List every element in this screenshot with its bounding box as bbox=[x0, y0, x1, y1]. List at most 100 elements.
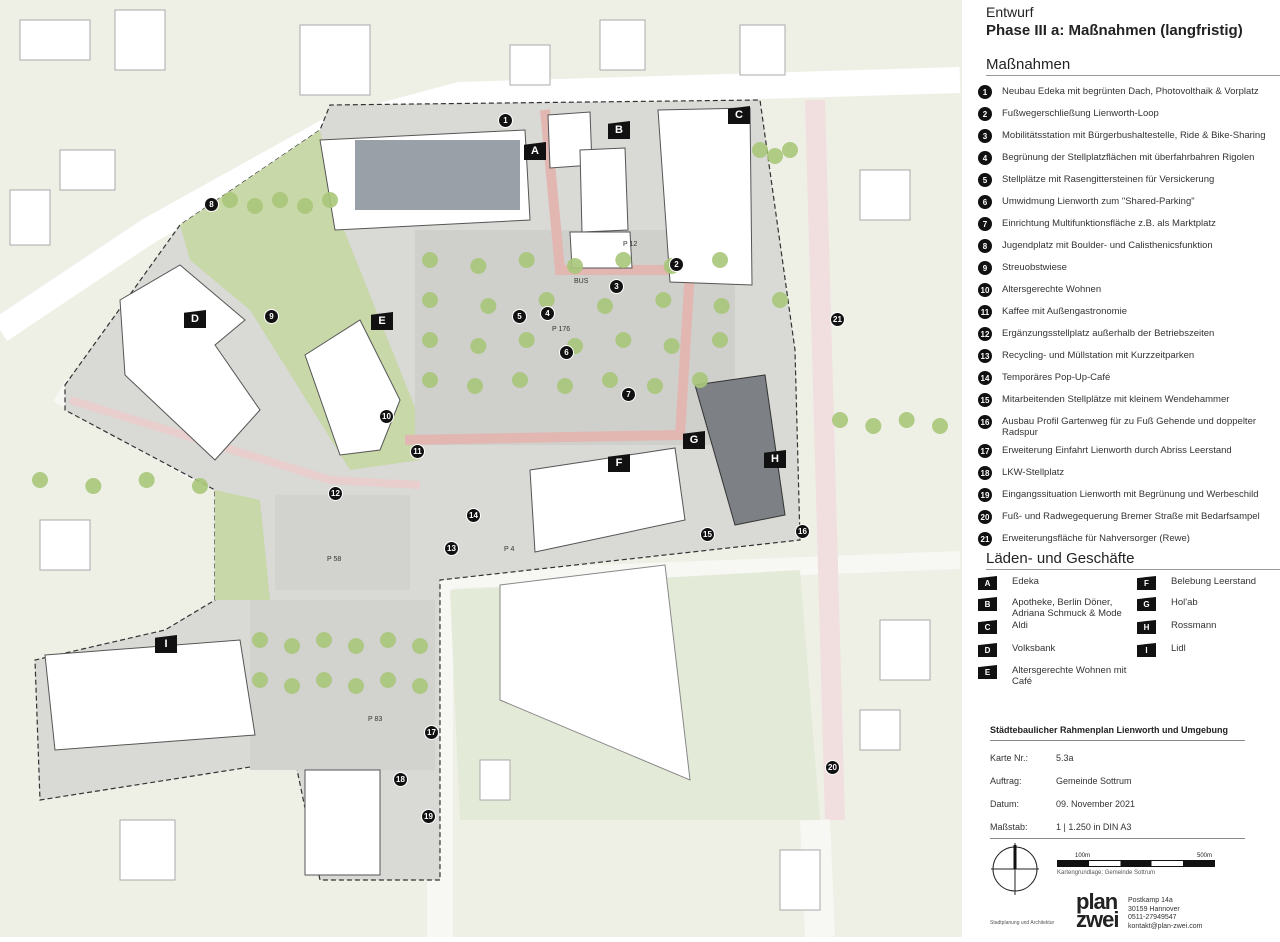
tree-icon bbox=[712, 332, 728, 348]
tree-icon bbox=[597, 298, 613, 314]
map-marker-7: 7 bbox=[621, 387, 636, 402]
tree-icon bbox=[284, 678, 300, 694]
tree-icon bbox=[518, 332, 535, 348]
measure-text: Begrünung der Stellplatzflächen mit über… bbox=[1002, 152, 1255, 163]
map-marker-20: 20 bbox=[825, 760, 840, 775]
map-building-label-e: E bbox=[371, 312, 393, 330]
map-marker-10: 10 bbox=[379, 409, 394, 424]
scale-right-label: 500m bbox=[1197, 853, 1213, 859]
measure-number-badge: 15 bbox=[978, 393, 992, 407]
tree-icon bbox=[422, 332, 438, 348]
titleblock-key: Datum: bbox=[990, 799, 1020, 809]
map-marker-13: 13 bbox=[444, 541, 459, 556]
map-building-label-h: H bbox=[764, 450, 786, 468]
tree-icon bbox=[284, 638, 300, 654]
measure-number-badge: 21 bbox=[978, 532, 992, 546]
measure-number-badge: 19 bbox=[978, 488, 992, 502]
tree-icon bbox=[272, 192, 288, 208]
north-arrow-icon bbox=[991, 843, 1039, 895]
map-building-label-b: B bbox=[608, 121, 630, 139]
measure-item-4: 4 Begrünung der Stellplatzflächen mit übe… bbox=[978, 151, 1276, 165]
measure-text: Altersgerechte Wohnen bbox=[1002, 284, 1102, 295]
map-marker-9: 9 bbox=[264, 309, 279, 324]
tree-icon bbox=[772, 292, 788, 308]
measure-number-badge: 18 bbox=[978, 466, 992, 480]
titleblock-row: Auftrag:Gemeinde Sottrum bbox=[990, 776, 1132, 786]
scale-left-label: 100m bbox=[1075, 853, 1091, 859]
bus-stop-label: BUS bbox=[574, 278, 589, 285]
measure-number-badge: 8 bbox=[978, 239, 992, 253]
parking-label-p176: P 176 bbox=[552, 326, 571, 333]
measure-text: Neubau Edeka mit begrünten Dach, Photovo… bbox=[1002, 86, 1259, 97]
measure-text: Temporäres Pop-Up-Café bbox=[1002, 372, 1111, 383]
map-building-label-c: C bbox=[728, 106, 750, 124]
tree-icon bbox=[655, 292, 672, 308]
titleblock-row: Karte Nr.:5.3a bbox=[990, 753, 1074, 763]
measure-number-badge: 10 bbox=[978, 283, 992, 297]
map-building-label-g: G bbox=[683, 431, 705, 449]
tree-icon bbox=[85, 478, 102, 494]
tree-icon bbox=[297, 198, 313, 214]
shop-text: Belebung Leerstand bbox=[1171, 576, 1257, 587]
tree-icon bbox=[316, 672, 332, 688]
measure-number-badge: 3 bbox=[978, 129, 992, 143]
shop-text: Rossmann bbox=[1171, 620, 1217, 631]
shop-letter-badge: E bbox=[978, 665, 997, 679]
map-marker-15: 15 bbox=[700, 527, 715, 542]
tree-icon bbox=[348, 678, 364, 694]
parking-label-p4: P 4 bbox=[504, 546, 515, 553]
map-marker-2: 2 bbox=[669, 257, 684, 272]
titleblock-row: Datum: 09. November 2021 bbox=[990, 799, 1135, 809]
measure-number-badge: 11 bbox=[978, 305, 992, 319]
map-source-note: Kartengrundlage: Gemeinde Sottrum bbox=[1057, 870, 1156, 876]
tree-icon bbox=[138, 472, 155, 488]
tree-icon bbox=[422, 292, 438, 308]
map-building-label-f: F bbox=[608, 454, 630, 472]
firm-tagline: Stadtplanung und Architektur bbox=[990, 920, 1055, 926]
shop-letter-badge: H bbox=[1137, 620, 1156, 634]
map-marker-3: 3 bbox=[609, 279, 624, 294]
tree-icon bbox=[538, 292, 555, 308]
measure-number-badge: 5 bbox=[978, 173, 992, 187]
tree-icon bbox=[252, 672, 268, 688]
tree-icon bbox=[322, 192, 338, 208]
divider bbox=[990, 838, 1245, 839]
shop-letter-badge: C bbox=[978, 620, 997, 634]
tree-icon bbox=[752, 142, 768, 158]
measure-number-badge: 4 bbox=[978, 151, 992, 165]
measure-number-badge: 17 bbox=[978, 444, 992, 458]
titleblock-row: Maßstab:1 | 1.250 in DIN A3 bbox=[990, 822, 1131, 832]
shop-letter-badge: G bbox=[1137, 597, 1156, 611]
shop-letter-badge: F bbox=[1137, 576, 1156, 590]
map-marker-1: 1 bbox=[498, 113, 513, 128]
measure-number-badge: 13 bbox=[978, 349, 992, 363]
tree-icon bbox=[192, 478, 208, 494]
titleblock-key: Karte Nr.: bbox=[990, 753, 1029, 763]
shop-text: Lidl bbox=[1171, 643, 1186, 654]
titleblock-value: 09. November 2021 bbox=[1056, 799, 1136, 809]
map-marker-4: 4 bbox=[540, 306, 555, 321]
tree-icon bbox=[767, 148, 783, 164]
tree-icon bbox=[663, 338, 680, 354]
shops-heading: Läden- und Geschäfte bbox=[986, 550, 1280, 570]
parking-label-p58: P 58 bbox=[327, 556, 342, 563]
measure-number-badge: 16 bbox=[978, 415, 992, 429]
measure-text: Streuobstwiese bbox=[1002, 262, 1067, 273]
